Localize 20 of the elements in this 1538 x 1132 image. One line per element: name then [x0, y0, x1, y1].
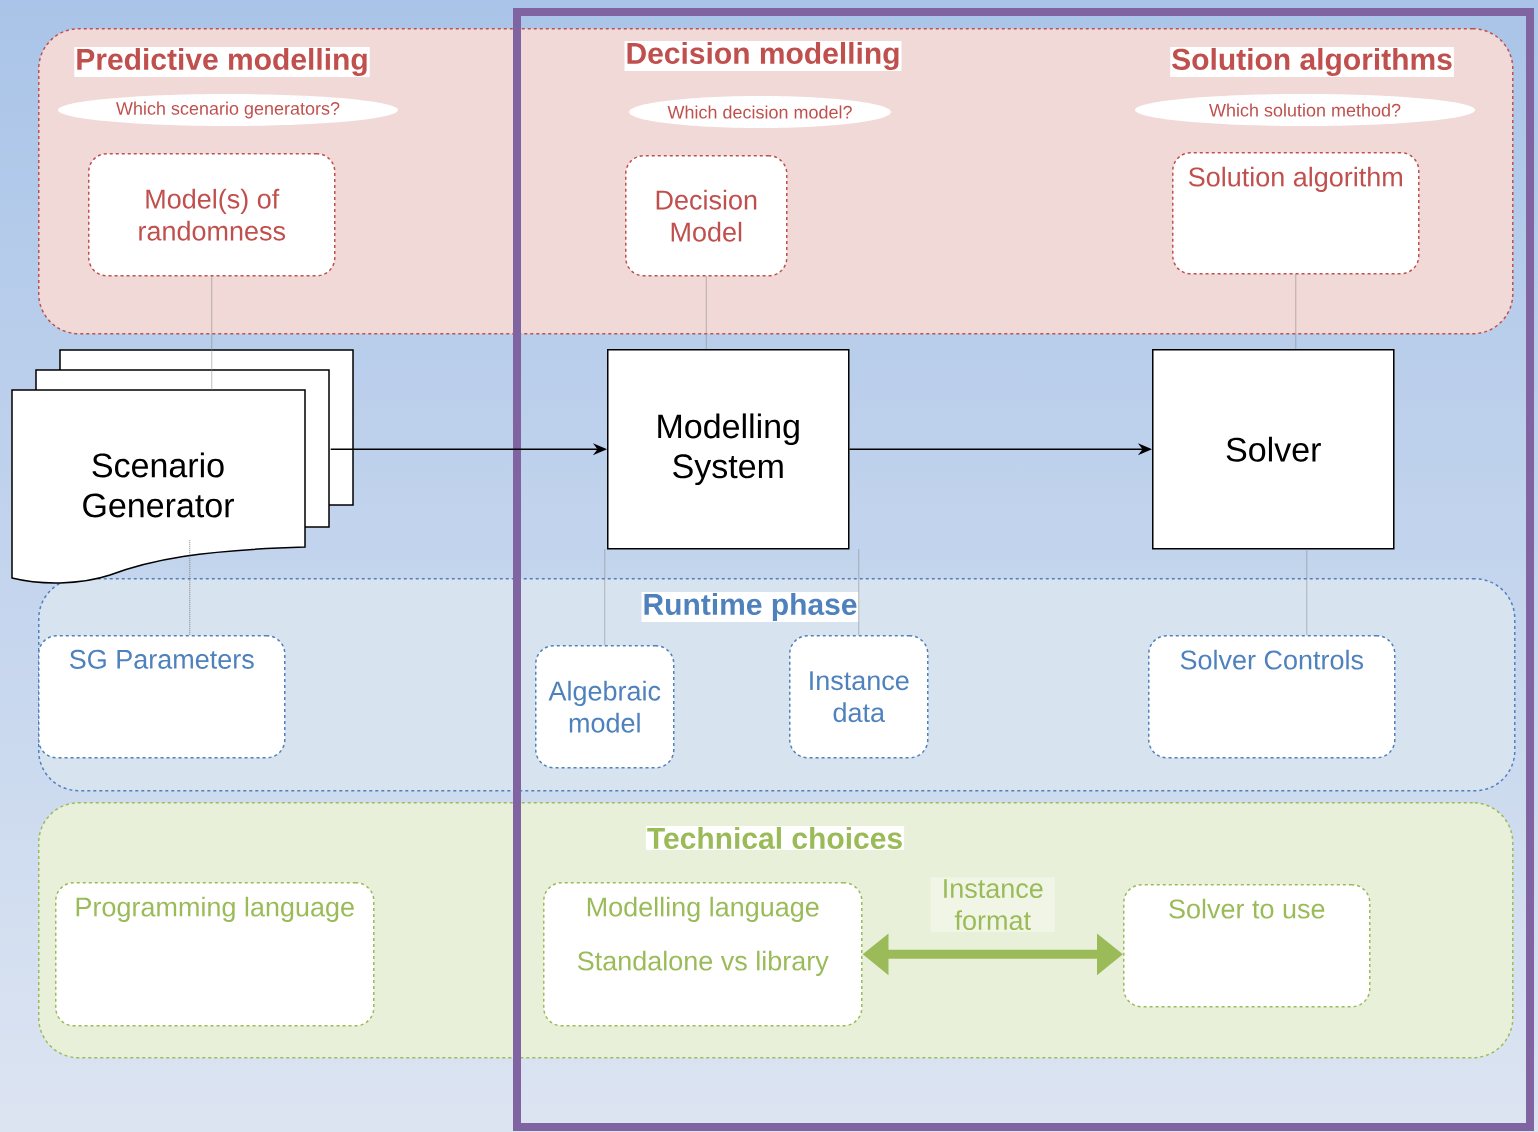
leader-line [1295, 274, 1297, 350]
choice-box: SG Parameters [38, 635, 286, 759]
choice-box: Model(s) of randomness [88, 153, 336, 277]
choice-box: Algebraic model [535, 645, 675, 769]
leader-line [211, 276, 213, 391]
leader-line [858, 549, 860, 636]
choice-box: Programming language [55, 882, 375, 1027]
choice-box: Decision Model [625, 155, 788, 277]
leader-line [189, 539, 191, 636]
choice-box: Solver to use [1123, 884, 1371, 1008]
process-box: Modelling System [607, 349, 850, 550]
choice-box: Solution algorithm [1172, 152, 1420, 275]
choice-box: Instance data [789, 635, 929, 759]
edge-label: Instance format [930, 877, 1055, 933]
leader-line [705, 276, 707, 350]
leader-line [604, 549, 606, 646]
choice-box: Solver Controls [1148, 635, 1396, 759]
leader-line [1306, 549, 1308, 636]
choice-box: Modelling language Standalone vs library [543, 882, 863, 1027]
process-box: Solver [1152, 349, 1395, 550]
